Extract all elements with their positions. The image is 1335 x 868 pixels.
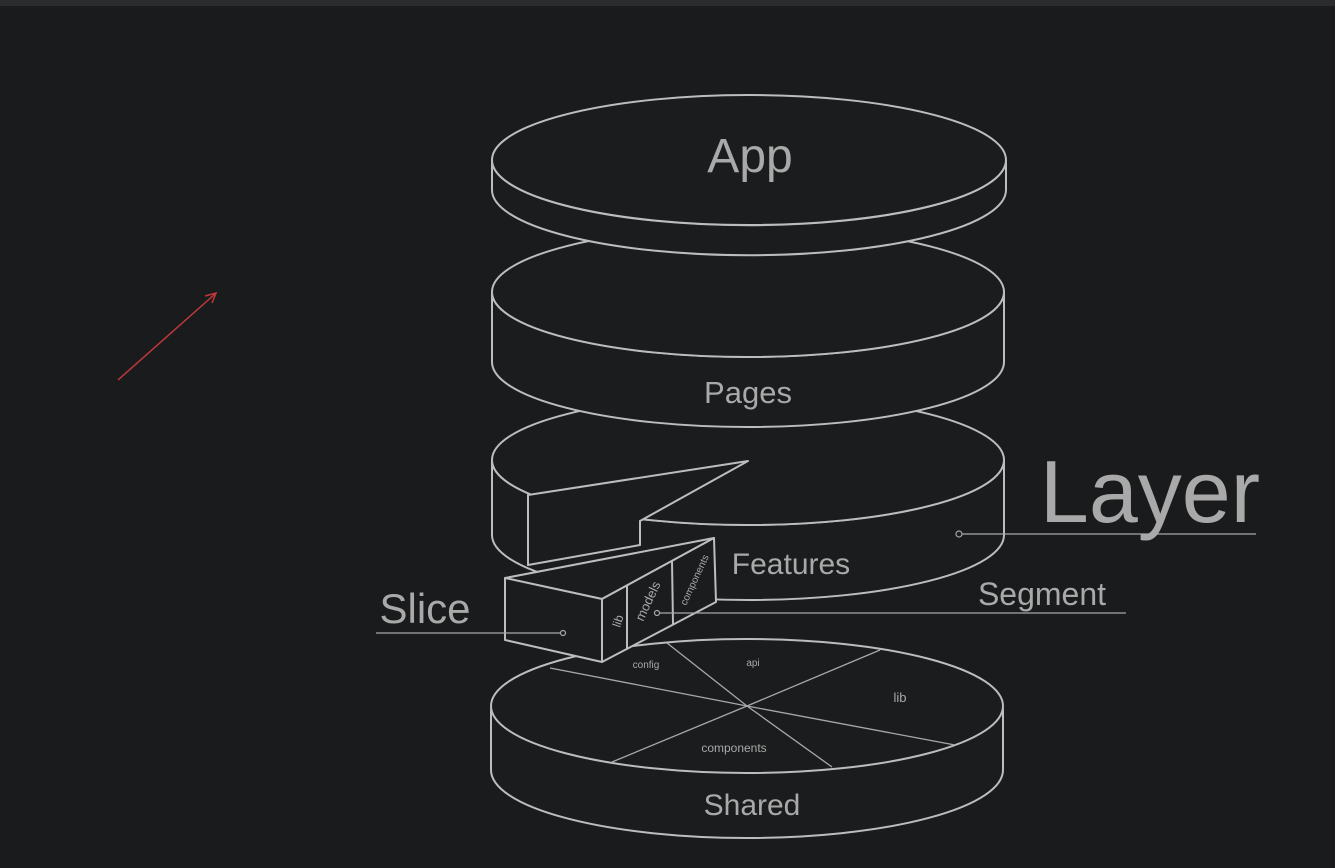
shared-segment-lib: lib xyxy=(893,690,906,705)
layer-callout-label: Layer xyxy=(1040,442,1260,541)
layer-callout: Layer xyxy=(955,442,1260,541)
shared-layer-label: Shared xyxy=(704,789,801,822)
red-arrow-icon xyxy=(117,291,218,381)
features-layer-label: Features xyxy=(732,548,850,581)
segment-callout-label: Segment xyxy=(978,576,1106,612)
slice-segment-lib: lib xyxy=(610,613,627,629)
segment-callout: Segment xyxy=(653,576,1126,617)
app-layer-label: App xyxy=(707,130,792,183)
pages-layer-label: Pages xyxy=(704,375,792,410)
pages-layer: Pages xyxy=(491,226,1005,428)
app-layer: App xyxy=(491,94,1007,257)
shared-segment-api: api xyxy=(746,658,759,669)
slice-wedge: lib models components xyxy=(504,537,717,663)
window-top-bar xyxy=(0,0,1335,6)
shared-layer: config api lib components Shared xyxy=(490,638,1004,839)
shared-segment-components: components xyxy=(701,741,766,755)
features-layer: Features xyxy=(491,394,1005,601)
slice-callout-label: Slice xyxy=(379,585,470,632)
shared-segment-config: config xyxy=(633,660,660,671)
slice-callout: Slice xyxy=(376,585,567,637)
